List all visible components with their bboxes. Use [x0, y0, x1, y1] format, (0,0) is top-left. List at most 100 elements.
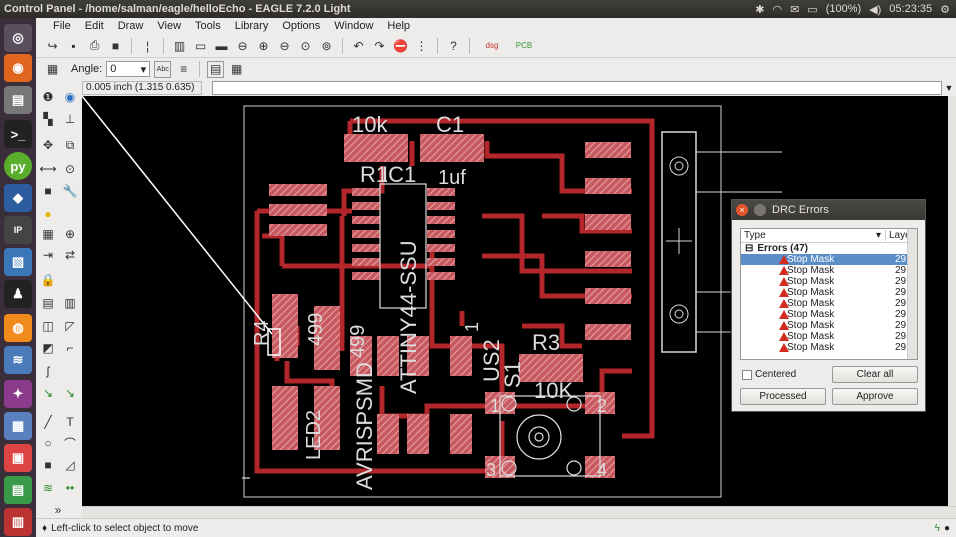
list-scrollbar[interactable] [907, 229, 917, 359]
files-icon[interactable]: ▤ [4, 86, 32, 114]
wire-icon[interactable]: ↘ [42, 386, 54, 400]
rect-icon[interactable]: ■ [44, 458, 52, 472]
layer-icon[interactable]: ▚ [43, 112, 53, 126]
pcb-quote-icon[interactable]: PCB [515, 41, 533, 50]
close-icon[interactable]: × [736, 204, 748, 216]
cam-icon[interactable]: ■ [111, 38, 120, 53]
minimize-icon[interactable] [754, 204, 766, 216]
value-icon[interactable]: ▥ [64, 296, 76, 310]
go-icon[interactable]: ⋮ [415, 38, 428, 53]
run-icon[interactable]: ϟ [934, 522, 940, 534]
terminal-icon[interactable]: >_ [4, 120, 32, 148]
list-item[interactable]: Stop Mask 29 [741, 320, 917, 331]
list-item[interactable]: Stop Mask 29 [741, 342, 917, 353]
text-icon[interactable]: T [66, 415, 74, 429]
clear-all-button[interactable]: Clear all [832, 366, 918, 383]
spin-icon[interactable]: ≡ [180, 62, 188, 76]
option1-icon[interactable]: ▤ [207, 60, 225, 78]
list-item[interactable]: Stop Mask 29 [741, 287, 917, 298]
checkbox-box[interactable] [742, 369, 752, 380]
print-icon[interactable]: ⎙ [89, 38, 100, 52]
battery-icon[interactable]: ▭ [807, 3, 818, 16]
collapse-icon[interactable]: ⊟ [745, 243, 754, 254]
menu-help[interactable]: Help [387, 20, 411, 32]
chevron-down-icon[interactable]: ▾ [875, 230, 881, 241]
eye-icon[interactable]: ◉ [64, 90, 76, 104]
smash-icon[interactable]: ▤ [42, 296, 54, 310]
drc-error-list[interactable]: Type ▾ Layer ⊟ Errors (47) Stop Mask 29 … [740, 228, 918, 360]
wrench-icon[interactable]: 🔧 [62, 184, 78, 198]
open-icon[interactable]: ↪ [47, 38, 58, 53]
ipython-icon[interactable]: IP [4, 216, 32, 244]
lock-icon[interactable]: 🔒 [40, 273, 56, 287]
add-icon[interactable]: ⊕ [64, 227, 76, 241]
app5-icon[interactable]: ▤ [4, 476, 32, 504]
menu-edit[interactable]: Edit [84, 20, 104, 32]
chevron-down-icon[interactable]: ▼ [944, 83, 954, 93]
menu-tools[interactable]: Tools [195, 20, 221, 32]
arc-icon[interactable]: ⌒ [63, 436, 76, 451]
group-icon[interactable]: ■ [44, 184, 52, 198]
pcb-board[interactable]: 10k C1 R1 IC1 1uf ATTINY44-SSU R4 499 49… [82, 96, 948, 506]
board-icon[interactable]: ▬ [215, 38, 228, 53]
app3-icon[interactable]: ▦ [4, 412, 32, 440]
wifi-icon[interactable]: ◠ [772, 3, 783, 16]
menu-library[interactable]: Library [234, 20, 269, 32]
bluetooth-icon[interactable]: ✱ [755, 3, 765, 16]
list-item[interactable]: Stop Mask 29 [741, 276, 917, 287]
centered-checkbox[interactable]: Centered [742, 369, 796, 380]
mirror-text-icon[interactable]: Abc [154, 60, 172, 78]
script-icon[interactable]: ¦ [145, 38, 150, 53]
redo-icon[interactable]: ↷ [374, 38, 385, 53]
menu-view[interactable]: View [157, 20, 182, 32]
pinswap-icon[interactable]: ⇥ [42, 248, 54, 262]
horizontal-scrollbar[interactable] [82, 506, 956, 518]
undo-icon[interactable]: ↶ [353, 38, 364, 53]
list-item[interactable]: Stop Mask 29 [741, 254, 917, 265]
zoom-select-icon[interactable]: ⊚ [321, 38, 332, 53]
volume-icon[interactable]: ◀) [869, 3, 882, 16]
paste-icon[interactable]: ● [44, 207, 52, 221]
command-input[interactable] [212, 81, 942, 95]
blender-icon[interactable]: ◍ [4, 314, 32, 342]
mail-icon[interactable]: ✉ [790, 3, 800, 16]
redraw-icon[interactable]: ⊙ [300, 38, 311, 53]
zoom-fit-icon[interactable]: ⊖ [237, 38, 248, 53]
polygon-icon[interactable]: ◿ [65, 458, 75, 472]
menu-window[interactable]: Window [334, 20, 374, 32]
mirror-icon[interactable]: ⟷ [39, 162, 57, 176]
list-item[interactable]: Stop Mask 29 [741, 298, 917, 309]
rotate-icon[interactable]: ⊙ [64, 162, 76, 176]
wire-draw-icon[interactable]: ╱ [44, 415, 52, 429]
app2-icon[interactable]: ≋ [4, 346, 32, 374]
mark-icon[interactable]: ⊥ [64, 112, 76, 126]
info-icon[interactable]: ❶ [42, 90, 54, 104]
replace-icon[interactable]: ⇄ [64, 248, 76, 262]
schematic-icon[interactable]: ▭ [194, 38, 207, 53]
move-icon[interactable]: ✥ [42, 138, 54, 152]
dash-icon[interactable]: ◎ [4, 24, 32, 52]
error-group[interactable]: ⊟ Errors (47) [741, 243, 917, 254]
optimize-icon[interactable]: ◩ [42, 341, 54, 355]
grid-icon[interactable]: ▦ [46, 62, 59, 76]
ulp-icon[interactable]: ▥ [173, 38, 186, 53]
save-icon[interactable]: ▪ [71, 38, 76, 53]
miter-icon[interactable]: ◸ [65, 319, 75, 333]
delete-icon[interactable]: ▦ [42, 227, 54, 241]
vertical-scrollbar[interactable] [948, 96, 956, 506]
ripup-icon[interactable]: ↘ [64, 386, 76, 400]
copy-icon[interactable]: ⧉ [65, 137, 75, 152]
menu-file[interactable]: File [53, 20, 71, 32]
linux-icon[interactable]: ♟ [4, 280, 32, 308]
circle-icon[interactable]: ○ [44, 436, 52, 450]
firefox-icon[interactable]: ◉ [4, 54, 32, 82]
app-icon[interactable]: ◆ [4, 184, 32, 212]
stop-status-icon[interactable]: ● [943, 522, 950, 534]
app4-icon[interactable]: ▣ [4, 444, 32, 472]
image-viewer-icon[interactable]: ▧ [4, 248, 32, 276]
help-icon[interactable]: ? [450, 38, 457, 53]
menu-draw[interactable]: Draw [117, 20, 144, 32]
butterfly-icon[interactable]: ✦ [4, 380, 32, 408]
route-icon[interactable]: ⌐ [66, 341, 74, 355]
gear-icon[interactable]: ⚙ [940, 3, 950, 16]
